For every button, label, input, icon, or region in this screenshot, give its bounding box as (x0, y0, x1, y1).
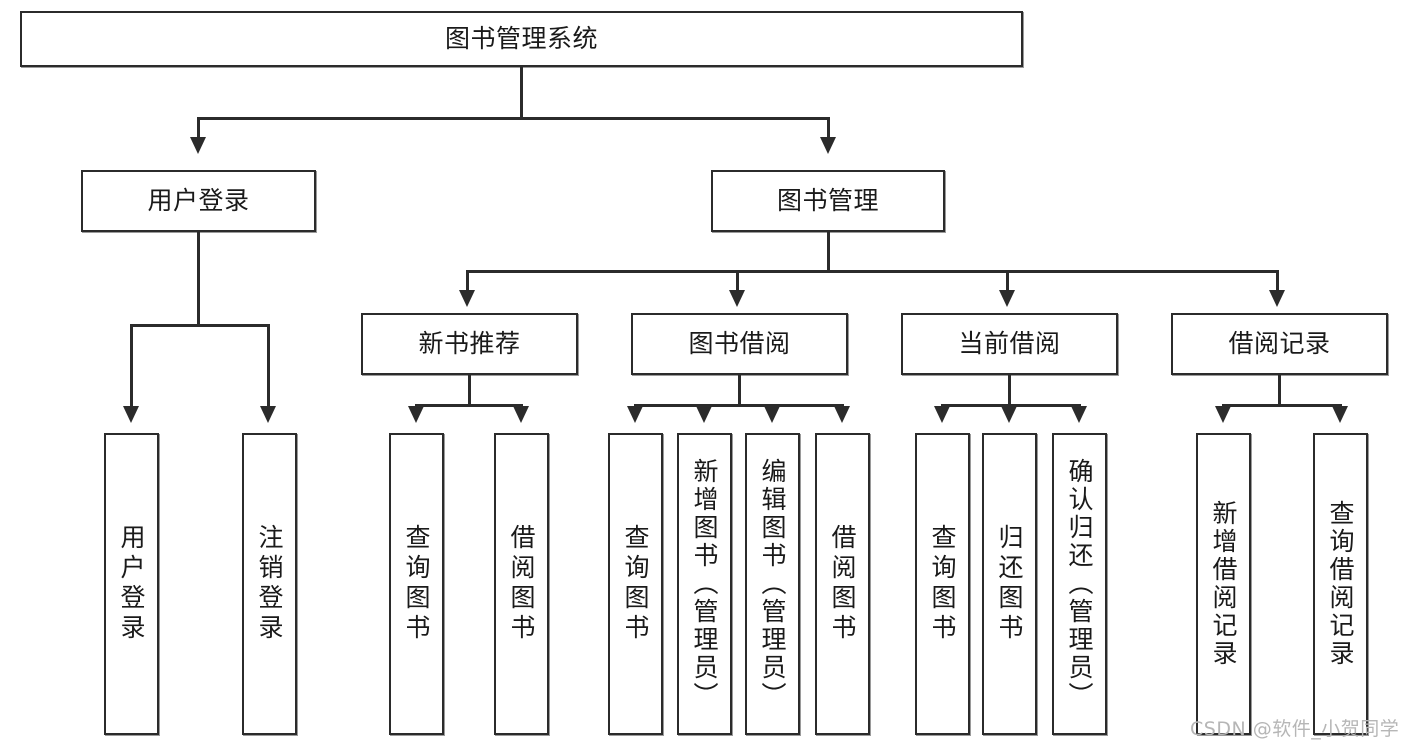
node-leaf-edit-book[interactable]: 编辑图书（管理员） (745, 433, 800, 735)
connector-br-bus (1222, 404, 1342, 407)
connector-root-drop-right (827, 117, 830, 139)
node-leaf-user-login[interactable]: 用户登录 (104, 433, 159, 735)
node-label: 查询图书 (402, 524, 431, 644)
arrow-to-leaf-confirm-return (1071, 406, 1087, 423)
node-leaf-borrow-book-2[interactable]: 借阅图书 (815, 433, 870, 735)
arrow-to-leaf-user-login (123, 406, 139, 423)
node-label: 图书管理系统 (444, 24, 598, 54)
connector-bb-stem (738, 375, 741, 406)
connector-book-management-bus (466, 270, 1278, 273)
node-label: 编辑图书（管理员） (758, 458, 787, 710)
node-label: 借阅图书 (507, 524, 536, 644)
node-current-borrow[interactable]: 当前借阅 (901, 313, 1118, 375)
node-label: 确认归还（管理员） (1065, 458, 1094, 710)
connector-bm-drop-4 (1276, 270, 1279, 292)
node-label: 查询借阅记录 (1326, 500, 1355, 668)
node-label: 用户登录 (147, 186, 250, 216)
arrow-to-leaf-query-book-2 (627, 406, 643, 423)
arrow-to-book-borrow (729, 290, 745, 307)
arrow-to-leaf-borrow-book-1 (513, 406, 529, 423)
node-label: 图书管理 (776, 186, 879, 216)
node-label: 注销登录 (255, 524, 284, 644)
connector-nbr-bus (415, 404, 523, 407)
connector-cb-bus (941, 404, 1081, 407)
connector-user-login-stem (197, 232, 200, 326)
node-label: 借阅图书 (828, 524, 857, 644)
node-label: 查询图书 (928, 524, 957, 644)
connector-br-stem (1278, 375, 1281, 406)
node-leaf-query-book-1[interactable]: 查询图书 (389, 433, 444, 735)
arrow-to-leaf-query-book-3 (934, 406, 950, 423)
node-label: 图书借阅 (688, 329, 791, 359)
connector-bm-drop-1 (466, 270, 469, 292)
node-label: 新增图书（管理员） (690, 458, 719, 710)
connector-book-management-stem (827, 232, 830, 272)
node-book-borrow[interactable]: 图书借阅 (631, 313, 848, 375)
connector-root-bus (197, 117, 830, 120)
arrow-to-leaf-add-record (1215, 406, 1231, 423)
node-label: 查询图书 (621, 524, 650, 644)
node-user-login[interactable]: 用户登录 (81, 170, 316, 232)
connector-user-login-drop-1 (130, 324, 133, 408)
connector-root-stem (520, 67, 523, 119)
connector-user-login-drop-2 (267, 324, 270, 408)
node-label: 归还图书 (995, 524, 1024, 644)
connector-root-drop-left (197, 117, 200, 139)
node-leaf-confirm-return[interactable]: 确认归还（管理员） (1052, 433, 1107, 735)
node-leaf-return-book[interactable]: 归还图书 (982, 433, 1037, 735)
node-leaf-query-book-3[interactable]: 查询图书 (915, 433, 970, 735)
node-leaf-add-book[interactable]: 新增图书（管理员） (677, 433, 732, 735)
connector-bb-bus (634, 404, 844, 407)
node-leaf-query-book-2[interactable]: 查询图书 (608, 433, 663, 735)
node-label: 借阅记录 (1228, 329, 1331, 359)
connector-bm-drop-3 (1006, 270, 1009, 292)
arrow-to-leaf-user-logout (260, 406, 276, 423)
arrow-to-leaf-return-book (1001, 406, 1017, 423)
arrow-to-user-login (190, 137, 206, 154)
arrow-to-book-management (820, 137, 836, 154)
node-label: 当前借阅 (958, 329, 1061, 359)
arrow-to-current-borrow (999, 290, 1015, 307)
arrow-to-leaf-borrow-book-2 (834, 406, 850, 423)
arrow-to-leaf-query-book-1 (408, 406, 424, 423)
arrow-to-leaf-edit-book (764, 406, 780, 423)
node-label: 用户登录 (117, 524, 146, 644)
arrow-to-leaf-query-record (1332, 406, 1348, 423)
node-leaf-query-record[interactable]: 查询借阅记录 (1313, 433, 1368, 735)
connector-nbr-stem (468, 375, 471, 406)
node-label: 新增借阅记录 (1209, 500, 1238, 668)
csdn-watermark: CSDN @软件_小贺同学 (1190, 718, 1400, 740)
connector-user-login-bus (130, 324, 270, 327)
arrow-to-borrow-record (1269, 290, 1285, 307)
node-leaf-add-record[interactable]: 新增借阅记录 (1196, 433, 1251, 735)
node-book-management[interactable]: 图书管理 (711, 170, 945, 232)
arrow-to-leaf-add-book (696, 406, 712, 423)
node-label: 新书推荐 (418, 329, 521, 359)
node-borrow-record[interactable]: 借阅记录 (1171, 313, 1388, 375)
connector-cb-stem (1008, 375, 1011, 406)
arrow-to-new-book-recommend (459, 290, 475, 307)
connector-bm-drop-2 (736, 270, 739, 292)
node-leaf-user-logout[interactable]: 注销登录 (242, 433, 297, 735)
node-new-book-recommend[interactable]: 新书推荐 (361, 313, 578, 375)
node-leaf-borrow-book-1[interactable]: 借阅图书 (494, 433, 549, 735)
node-root-book-management-system[interactable]: 图书管理系统 (20, 11, 1023, 67)
